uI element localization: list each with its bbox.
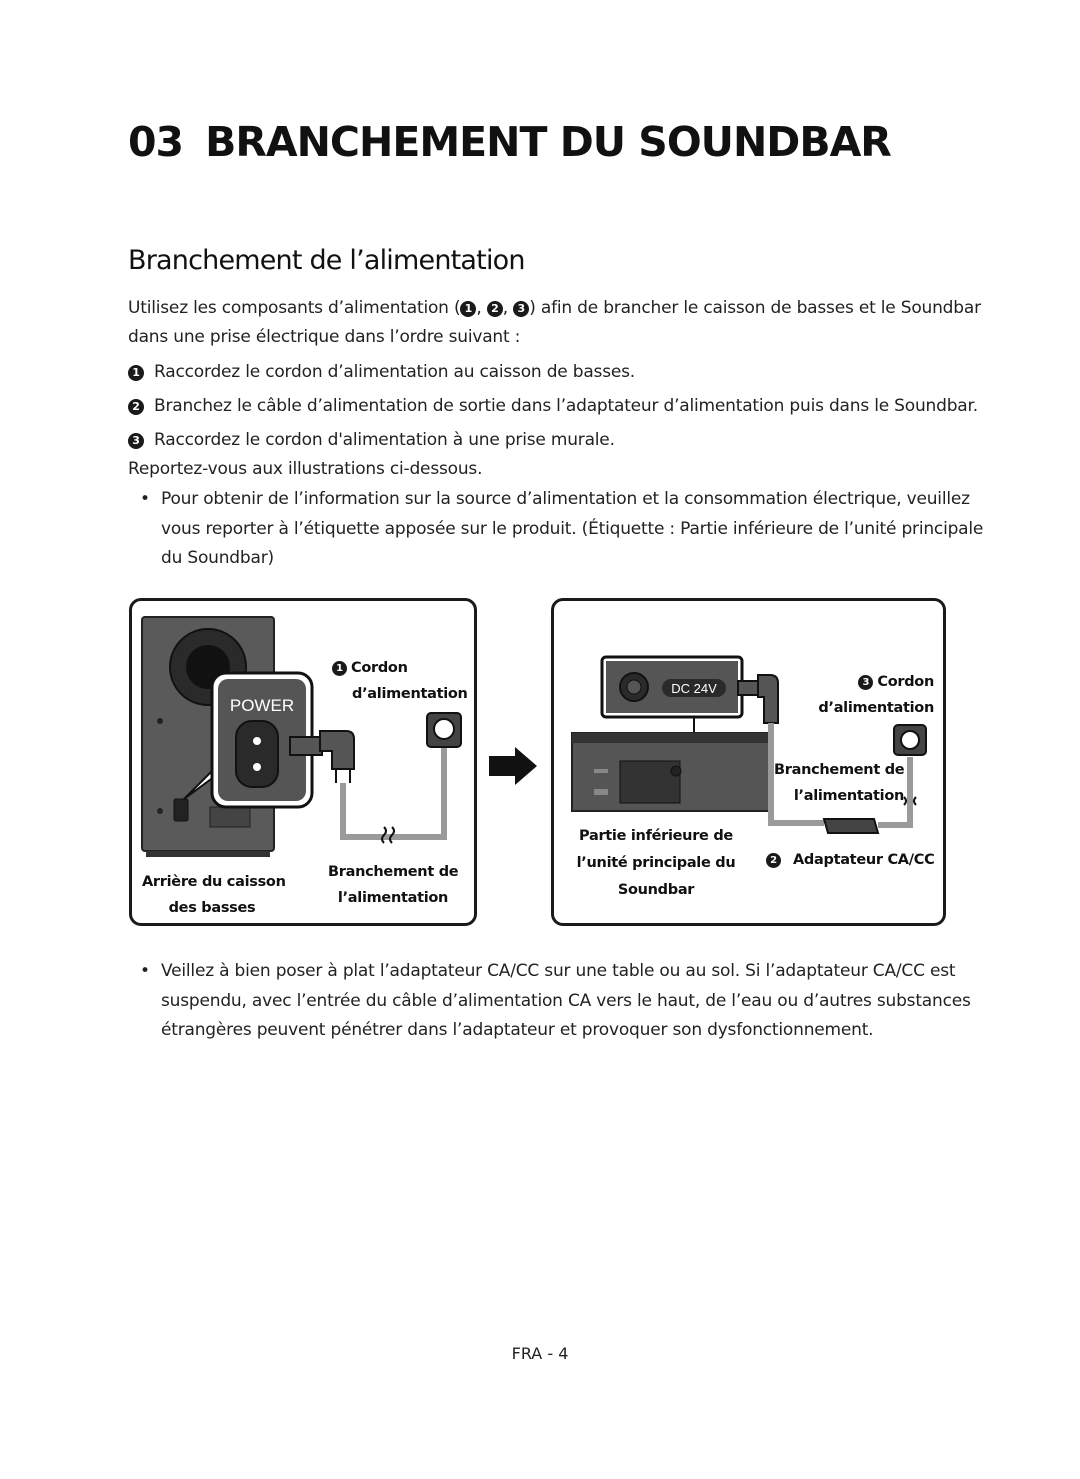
outlet-label-line2: l’alimentation [337,890,449,906]
intro-text-line2: dans une prise électrique dans l’ordre s… [128,327,521,347]
step-text: Raccordez le cordon d'alimentation à une… [154,430,615,450]
note-adapter-warning: • Veillez à bien poser à plat l’adaptate… [140,957,971,1046]
cord-label: 1 Cordon d’alimentation [332,655,468,707]
subwoofer-base [146,851,270,857]
cord-label-line2: d’alimentation [818,700,934,716]
soundbar-edge [572,733,772,743]
step-2: 2 Branchez le câble d’alimentation de sor… [128,392,978,420]
soundbar-mark [594,769,608,773]
note-line: Pour obtenir de l’information sur la sou… [161,489,970,509]
screw-icon [157,808,163,814]
outlet-label: Branchement de l’alimentation [774,757,905,809]
chapter-title: BRANCHEMENT DU SOUNDBAR [205,118,892,166]
cord-label-line1: Cordon [877,674,934,690]
plug-grip [335,769,351,783]
marker-3: 3 [858,675,874,690]
label-plate [209,806,251,828]
bullet-dot: • [140,489,150,509]
soundbar-mark [594,789,608,795]
outlet-label-line2: l’alimentation [793,788,904,804]
dc-badge [662,679,726,697]
soundbar-illustration: DC 24V [571,655,927,834]
subwoofer-illustration: POWER [141,616,462,857]
section-title: Branchement de l’alimentation [128,245,525,276]
page-title: 03 BRANCHEMENT DU SOUNDBAR [128,118,892,166]
adapter-label-text: Adaptateur CA/CC [793,852,935,868]
intro-sep: , [502,298,514,318]
bottom-label-line2: l’unité principale du [576,855,736,871]
power-text: POWER [230,696,294,715]
subwoofer-label-line1: Arrière du caisson [142,874,286,890]
bottom-label-line3: Soundbar [617,882,695,898]
dc-text: DC 24V [671,681,717,696]
outlet-socket [433,718,455,740]
soundbar-bottom-label: Partie inférieure de l’unité principale … [576,823,736,904]
note-line: suspendu, avec l’entrée du câble d’alime… [161,990,971,1011]
adapter-label: 2 Adaptateur CA/CC [766,847,935,873]
dc-plug-body [757,674,779,724]
intro-text: Utilisez les composants d’alimentation ( [128,298,461,318]
marker-2: 2 [766,853,781,868]
page-number: FRA - 4 [511,1344,569,1363]
marker-1: 1 [332,661,347,676]
step-marker: 1 [128,365,144,381]
socket-pin [253,737,261,745]
soundbar-recess [619,760,681,804]
intro-text: ) afin de brancher le caisson de basses … [529,298,981,318]
outlet-label: Branchement de l’alimentation [328,859,459,911]
marker-3: 3 [513,301,530,317]
bullet-dot: • [140,961,150,981]
step-1: 1 Raccordez le cordon d’alimentation au c… [128,358,635,386]
intro-sep: , [476,298,487,318]
marker-1: 1 [460,301,477,317]
outlet-label-line1: Branchement de [774,762,905,778]
adapter-icon [822,818,880,834]
note-line: étrangères peuvent pénétrer dans l’adapt… [161,1020,874,1040]
arrow-right-icon [489,747,537,785]
step-text: Raccordez le cordon d’alimentation au ca… [154,362,635,382]
socket-pin [253,763,261,771]
bottom-label-line1: Partie inférieure de [579,828,733,844]
note-line: vous reporter à l’étiquette apposée sur … [161,518,984,539]
step-text: Branchez le câble d’alimentation de sort… [154,396,978,416]
marker-2: 2 [486,301,503,317]
step-marker: 3 [128,433,144,449]
power-socket [235,720,279,788]
step-3: 3 Raccordez le cordon d'alimentation à un… [128,426,615,454]
note-power-info: • Pour obtenir de l’information sur la s… [140,485,983,574]
subwoofer-label-line2: des basses [168,900,256,916]
ac-cable [878,757,913,828]
outlet-label-line1: Branchement de [328,864,459,880]
cable-break-icon [381,826,395,844]
power-cable [340,741,447,840]
screw-icon [157,718,163,724]
dc-plug-tip [737,680,761,696]
dc-cable [768,723,824,826]
dc-jack-inner [626,679,642,695]
intro-paragraph: Utilisez les composants d’alimentation (… [128,294,981,352]
chapter-number: 03 [128,118,184,166]
subwoofer-connection-diagram: POWER 1 Cordon d’alimentation Branchement… [129,598,477,926]
note-line: Veillez à bien poser à plat l’adaptateur… [161,961,956,981]
see-illustrations: Reportez-vous aux illustrations ci-desso… [128,459,483,479]
switch-icon [173,798,189,822]
subwoofer-label: Arrière du caisson des basses [142,869,286,921]
plug-head [289,736,323,756]
outlet-socket [900,730,920,750]
note-line: du Soundbar) [161,548,274,568]
cable-break-icon [903,796,917,806]
plug-body [319,730,355,770]
cord-label-line2: d’alimentation [352,686,468,702]
step-marker: 2 [128,399,144,415]
soundbar-jack [670,765,682,777]
cord-label-line1: Cordon [351,660,408,676]
